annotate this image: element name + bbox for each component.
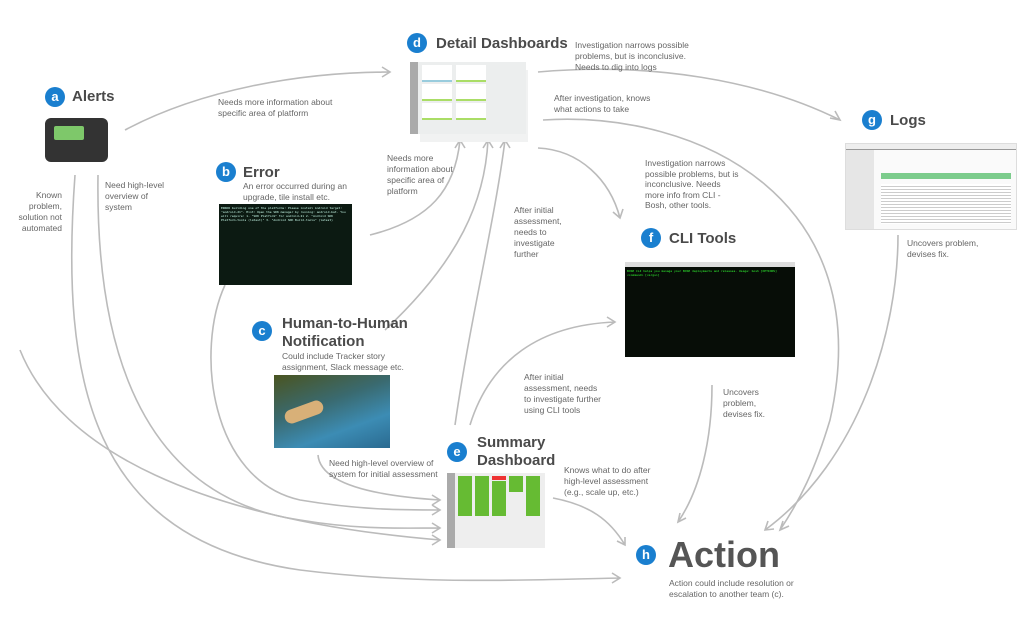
human-notification-title: Human-to-Human Notification <box>282 315 408 350</box>
edge-label-f-to-h: Uncovers problem, devises fix. <box>723 387 766 419</box>
arrow-d-to-h <box>542 118 840 532</box>
error-terminal-image: ERROR building one of the platforms: Ple… <box>219 204 352 285</box>
arrow-d-to-g <box>537 68 842 122</box>
action-desc: Action could include resolution or escal… <box>669 578 794 599</box>
pager-image <box>45 118 108 162</box>
logs-image <box>845 143 1017 230</box>
edge-label-b-to-d: Needs more information about specific ar… <box>387 153 453 196</box>
error-desc: An error occurred during an upgrade, til… <box>243 181 347 202</box>
cli-terminal-image: BOSH CLI helps you manage your BOSH depl… <box>625 262 795 357</box>
arrow-f-to-h <box>676 384 713 524</box>
edge-label-e-to-d: After initial assessment, needs to inves… <box>514 205 562 259</box>
logs-title: Logs <box>890 112 926 129</box>
edge-label-e-to-f: After initial assessment, needs to inves… <box>524 372 602 415</box>
badge-c: c <box>252 321 272 341</box>
detail-dashboards-title: Detail Dashboards <box>436 35 568 52</box>
badge-f: f <box>641 228 661 248</box>
human-notification-desc: Could include Tracker story assignment, … <box>282 351 404 372</box>
badge-h: h <box>636 545 656 565</box>
edge-label-d-to-g: Investigation narrows possible problems,… <box>575 40 689 72</box>
notification-photo <box>274 375 390 448</box>
arrow-a-to-e2 <box>19 349 442 546</box>
arrow-e-to-h <box>552 497 626 547</box>
arrow-a-to-d <box>124 66 392 131</box>
badge-d: d <box>407 33 427 53</box>
alerts-title: Alerts <box>72 88 115 105</box>
arrow-g-to-h <box>763 234 899 531</box>
arrow-a-to-h <box>70 174 622 584</box>
detail-dashboard-image <box>410 62 526 134</box>
edge-label-a-to-h: Known problem, solution not automated <box>18 190 62 233</box>
cli-tools-title: CLI Tools <box>669 230 737 247</box>
badge-g: g <box>862 110 882 130</box>
badge-b: b <box>216 162 236 182</box>
edge-label-c-to-e: Need high-level overview of system for i… <box>329 458 438 479</box>
arrow-d-to-f <box>537 147 624 220</box>
badge-a: a <box>45 87 65 107</box>
action-title: Action <box>668 534 780 575</box>
edge-label-a-to-e: Need high-level overview of system <box>105 180 165 212</box>
summary-dashboard-title: Summary Dashboard <box>477 434 556 469</box>
edge-label-d-to-h: After investigation, knows what actions … <box>554 93 651 114</box>
summary-dashboard-image <box>447 473 545 548</box>
edge-label-a-to-d: Needs more information about specific ar… <box>218 97 333 118</box>
arrow-e-to-f <box>469 316 617 426</box>
error-title: Error <box>243 164 280 181</box>
arrow-a-to-e <box>97 174 442 534</box>
arrow-b-to-e <box>210 284 442 516</box>
edge-label-e-to-h: Knows what to do after high-level assess… <box>564 465 651 497</box>
edge-label-d-to-f: Investigation narrows possible problems,… <box>645 158 739 210</box>
arrow-c-to-e <box>317 454 442 506</box>
edge-label-g-to-h: Uncovers problem, devises fix. <box>907 238 979 259</box>
badge-e: e <box>447 442 467 462</box>
